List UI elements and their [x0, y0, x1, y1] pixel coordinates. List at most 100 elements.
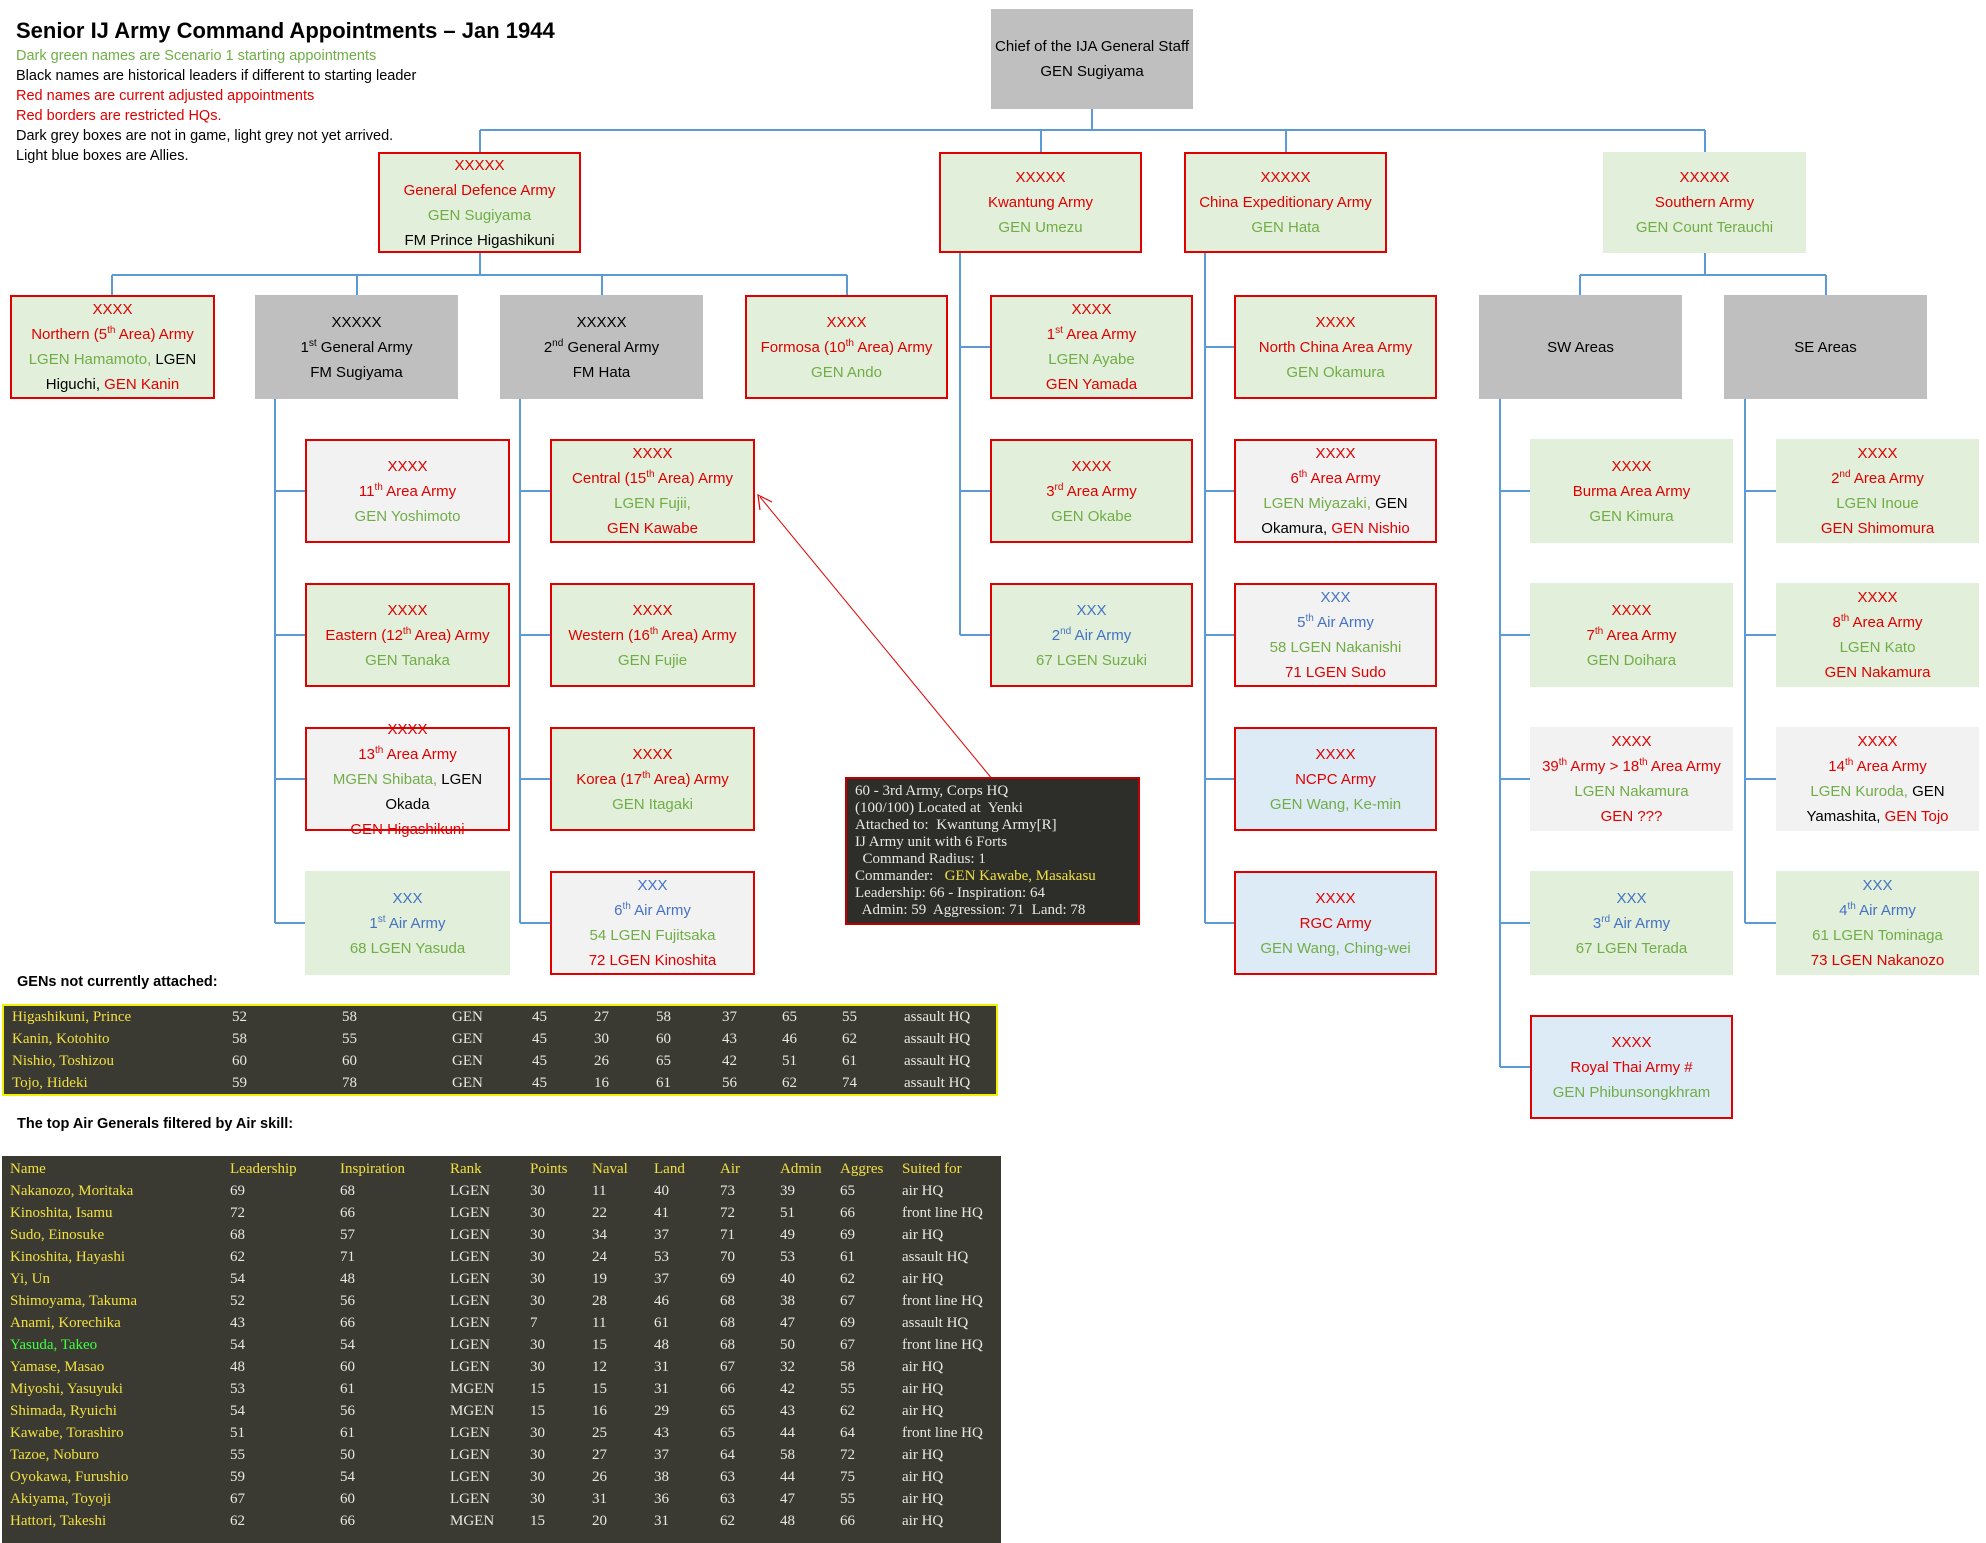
table-cell: 46: [782, 1031, 797, 1047]
table-cell: assault HQ: [904, 1075, 971, 1091]
hq-box-line: LGEN Nakamura: [1574, 779, 1688, 804]
table-cell: 62: [230, 1513, 245, 1529]
table-cell: 51: [782, 1053, 797, 1069]
hq-box-text: Area Army: [1603, 626, 1677, 644]
hq-box-text: XXXX: [1857, 733, 1898, 750]
table-cell: 55: [840, 1491, 855, 1507]
hq-box-text: Central (15: [572, 470, 647, 487]
hq-box-text: th: [649, 625, 659, 637]
arrow-head: [757, 493, 773, 511]
table-cell: 30: [530, 1183, 545, 1199]
hq-box-line: XXXX: [387, 454, 427, 479]
hq-box-line: XXXX: [1071, 297, 1111, 322]
hq-box-line: 67 LGEN Terada: [1576, 936, 1687, 961]
hq-box-text: XXXX: [632, 601, 673, 619]
table-cell: 30: [530, 1425, 545, 1441]
hq-box-text: XXXX: [387, 457, 428, 475]
hq-box-text: Area Army: [382, 482, 457, 500]
table-cell: 74: [842, 1075, 857, 1091]
hq-box-line: GEN Wang, Ke-min: [1270, 792, 1401, 817]
hq-box-text: 58 LGEN Nakanishi: [1269, 639, 1402, 656]
table-cell: 71: [340, 1249, 355, 1265]
hq-box-text: Eastern (12: [325, 626, 403, 644]
hq-box-line: 14th Area Army: [1828, 754, 1926, 779]
table-cell: 54: [230, 1271, 245, 1287]
table-cell: Anami, Korechika: [10, 1315, 121, 1331]
table-cell: 48: [780, 1513, 795, 1529]
table-cell: assault HQ: [904, 1009, 971, 1025]
hq-box-line: XXXX: [1857, 729, 1897, 754]
table-cell: 45: [532, 1031, 547, 1047]
column-header: Naval: [592, 1161, 628, 1177]
legend-line: Red borders are restricted HQs.: [16, 108, 222, 124]
table-cell: 70: [720, 1249, 735, 1265]
hq-box-line: Chief of the IJA General Staff: [995, 34, 1189, 59]
table-cell: MGEN: [450, 1403, 495, 1419]
hq-box-text: Area Army: [1850, 470, 1924, 487]
table-cell: 68: [230, 1227, 245, 1243]
hq-box-text: nd: [1839, 469, 1851, 480]
hq-box-text: Chief of the IJA General Staff: [995, 38, 1190, 55]
hq-box-line: GEN Kawabe: [607, 516, 698, 541]
table-cell: 47: [780, 1491, 795, 1507]
hq-box-text: th: [642, 769, 651, 781]
hq-box-text: GEN Sugiyama: [1040, 63, 1144, 80]
hq-box-line: XXX: [1616, 886, 1646, 911]
table-cell: LGEN: [450, 1227, 490, 1243]
table-cell: 65: [720, 1403, 735, 1419]
hq-box-text: GEN Wang, Ching-wei: [1260, 939, 1411, 957]
table-cell: 51: [780, 1205, 795, 1221]
hq-box-text: SW Areas: [1547, 338, 1614, 356]
table-cell: Shimada, Ryuichi: [10, 1403, 117, 1419]
table-cell: 27: [594, 1009, 609, 1025]
table-cell: LGEN: [450, 1183, 490, 1199]
table-cell: 65: [720, 1425, 735, 1441]
table-cell: assault HQ: [902, 1249, 969, 1265]
table-cell: 60: [340, 1359, 355, 1375]
hq-box-text: XXXXX: [576, 313, 627, 331]
hq-box-text: 2: [1831, 470, 1840, 487]
hq-box-text: GEN: [1912, 783, 1945, 800]
hq-box-line: GEN Doihara: [1587, 648, 1676, 673]
hq-box-text: RGC Army: [1299, 914, 1372, 932]
hq-box-line: 11th Area Army: [359, 479, 456, 504]
hq-box-text: 6: [614, 902, 623, 919]
table-cell: 58: [840, 1359, 855, 1375]
hq-box-text: XXXX: [1315, 745, 1356, 763]
hq-box-line: XXXX: [1071, 454, 1111, 479]
hq-box-line: XXXX: [1611, 1030, 1651, 1055]
table-cell: 29: [654, 1403, 669, 1419]
table-cell: 11: [592, 1183, 607, 1199]
hq-box-line: XXX: [392, 886, 422, 911]
hq-box-line: XXXX: [1857, 441, 1897, 466]
table-cell: 59: [232, 1075, 247, 1091]
tooltip-text: Leadership: 66 - Inspiration: 64: [855, 885, 1045, 901]
hq-box-text: 68 LGEN Yasuda: [349, 939, 466, 957]
table-cell: 56: [340, 1403, 355, 1419]
hq-box-line: 6th Area Army: [1290, 466, 1380, 491]
hq-box-line: GEN Okabe: [1051, 504, 1132, 529]
hq-box-text: 5: [1297, 614, 1306, 631]
hq-box-text: Formosa (10: [760, 338, 846, 356]
table-cell: 28: [592, 1293, 607, 1309]
table-cell: 15: [530, 1403, 545, 1419]
hq-box-text: LGEN: [155, 351, 197, 368]
tooltip-text: Attached to: Kwantung Army[R]: [855, 817, 1057, 833]
table-cell: 63: [720, 1491, 735, 1507]
hq-box-text: GEN Phibunsongkhram: [1552, 1083, 1711, 1101]
hq-box-text: Area) Army: [650, 770, 729, 788]
column-header: Points: [530, 1161, 568, 1177]
column-header: Air: [720, 1161, 740, 1177]
hq-box-text: XXXXX: [1679, 169, 1730, 186]
hq-box-text: GEN Hata: [1251, 219, 1320, 236]
table-cell: 51: [230, 1425, 245, 1441]
table-cell: 25: [592, 1425, 607, 1441]
hq-box-text: GEN Kawabe: [607, 520, 698, 537]
